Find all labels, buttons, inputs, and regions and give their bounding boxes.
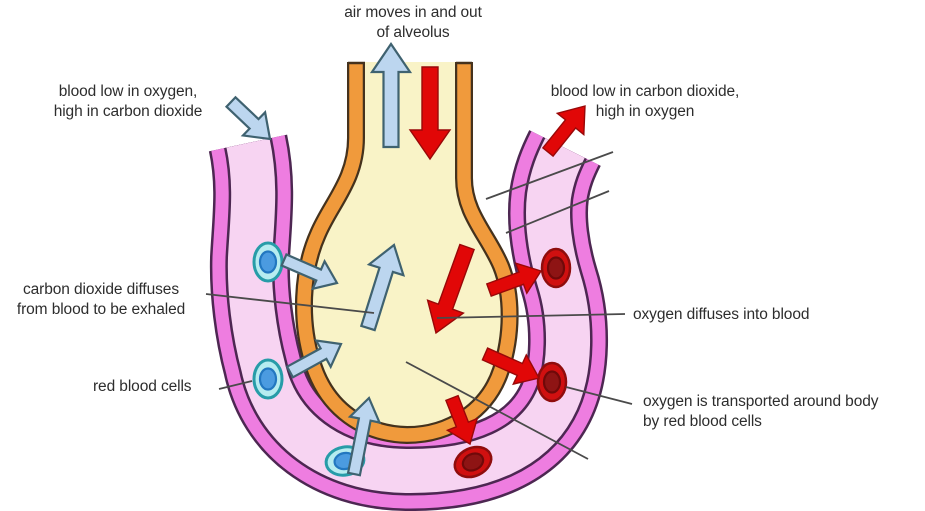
alveolus-wall [297,62,517,442]
cell-center [258,250,278,274]
o2-into-blood-arrow-1 [485,262,543,297]
label-line: blood low in carbon dioxide, [550,83,740,100]
label-line: high in carbon dioxide [53,103,203,120]
o2-into-blood-arrow-2 [481,347,541,386]
red-blood-cell-deoxygenated-2 [252,358,284,400]
co2-exhaled-arrow [359,243,406,332]
lower-right-leader [505,190,610,234]
bottom-right-leader [405,361,589,460]
air-in-arrow [408,66,452,161]
label-co2-diffuses: carbon dioxide diffuses from blood to be… [17,280,185,320]
o2-transport-leader [565,386,633,405]
red-blood-cell-oxygenated-2 [536,361,568,403]
label-line: high in oxygen [595,103,695,120]
blood-entering-arrow [224,95,272,141]
co2-into-alveolus-arrow-2 [285,339,343,379]
cell-center [542,370,562,394]
label-oxygen-transported: oxygen is transported around body by red… [643,392,878,432]
label-oxygen-diffuses: oxygen diffuses into blood [633,305,809,325]
label-line: oxygen diffuses into blood [633,306,810,323]
red-blood-cells-leader [218,380,253,390]
upper-right-leader [485,151,614,200]
label-line: carbon dioxide diffuses [23,281,179,298]
o2-diffuses-leader [436,313,626,319]
leader-lines [205,151,633,460]
label-red-blood-cells: red blood cells [93,377,192,397]
label-line: from blood to be exhaled [16,301,186,318]
label-line: of alveolus [376,24,450,41]
cell-center [258,367,278,391]
co2-diffuses-leader [205,293,375,314]
label-line: by red blood cells [643,413,762,430]
label-line: air moves in and out [344,4,482,21]
label-line: blood low in oxygen, [58,83,198,100]
red-blood-cell-oxygenated-3 [453,445,493,479]
air-out-arrow [369,42,413,149]
alveolus [294,61,519,445]
alveolus-interior [303,62,510,435]
cell-center [461,452,485,472]
label-blood-leaving: blood low in carbon dioxide, high in oxy… [551,82,740,122]
label-air-movement: air moves in and out of alveolus [344,3,482,43]
blood-leaving-arrow [541,105,586,158]
flow-arrows [224,42,586,477]
label-line: oxygen is transported around body [643,393,879,410]
co2-into-alveolus-arrow-3 [346,396,382,477]
label-line: red blood cells [93,378,192,395]
red-blood-cell-oxygenated-1 [540,247,572,289]
red-blood-cell-deoxygenated-1 [252,241,284,283]
label-blood-entering: blood low in oxygen, high in carbon diox… [54,82,203,122]
co2-into-alveolus-arrow-1 [280,253,339,291]
cell-center [546,256,566,280]
o2-into-blood-arrow-3 [444,394,479,446]
o2-down-alveolus-arrow [426,243,475,335]
